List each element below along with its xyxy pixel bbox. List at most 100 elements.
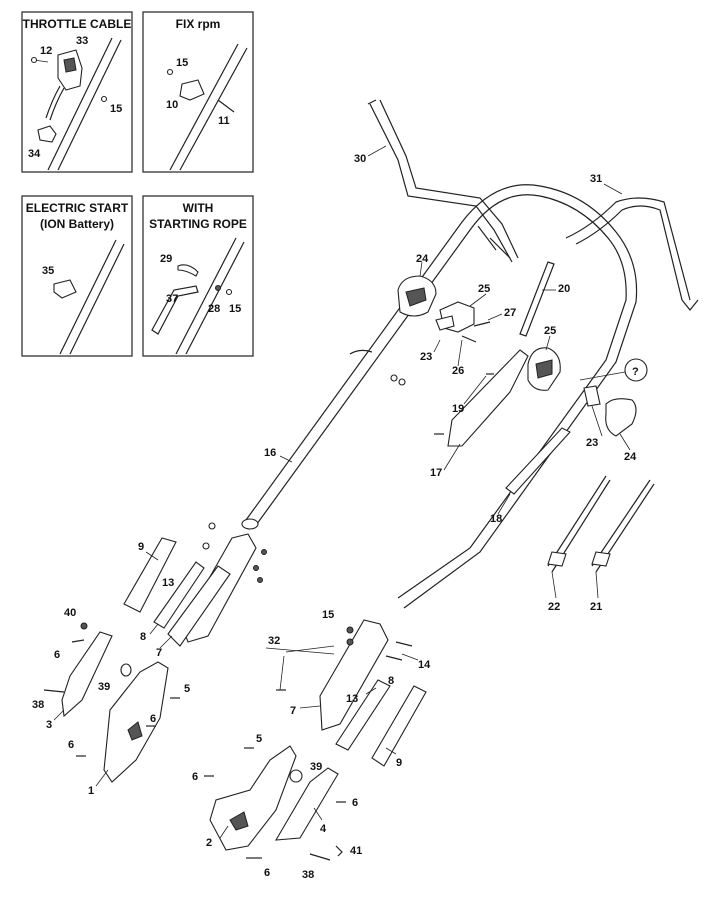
cable-clip-part xyxy=(349,349,373,355)
callout-label: 5 xyxy=(256,733,262,745)
inset-title: ELECTRIC START xyxy=(26,201,129,215)
callout-label: 19 xyxy=(452,403,464,415)
callout-label: 18 xyxy=(490,513,502,525)
lower-tube-part-7b xyxy=(319,619,389,731)
callout-label: 7 xyxy=(290,705,296,717)
callout-label: 41 xyxy=(350,845,362,857)
callout-label: 26 xyxy=(452,365,464,377)
nut-part-23b xyxy=(583,385,601,407)
inset-title: FIX rpm xyxy=(176,17,221,31)
callout-label: 24 xyxy=(624,451,637,463)
callout-label: 34 xyxy=(28,148,41,160)
nut-part-23 xyxy=(435,315,455,331)
callout-label: 38 xyxy=(302,869,314,881)
side-cover-part-9 xyxy=(123,537,177,613)
rope-guide-part xyxy=(177,264,199,277)
callout-label: 35 xyxy=(42,265,54,277)
callout-label: 7 xyxy=(156,647,162,659)
cable-part-21 xyxy=(591,479,655,573)
callout-label: 13 xyxy=(346,693,358,705)
callout-label: 32 xyxy=(268,635,280,647)
callout-label: 15 xyxy=(322,609,334,621)
bolt-part xyxy=(208,522,216,530)
callout-label: 39 xyxy=(310,761,322,773)
fix-rpm-bracket-part xyxy=(179,79,205,101)
callout-label: 25 xyxy=(478,283,490,295)
rod-part-18 xyxy=(505,427,571,495)
nut-part xyxy=(398,378,406,386)
washer-part-39 xyxy=(120,663,132,677)
handle-end-part xyxy=(241,518,259,530)
spring-part-8 xyxy=(153,561,205,629)
nut-part-15 xyxy=(346,626,354,634)
callout-label: 16 xyxy=(264,447,276,459)
bolt-part-14b xyxy=(385,655,403,661)
nut-part xyxy=(166,68,174,76)
callout-label: 3 xyxy=(46,719,52,731)
side-cover-part-9b xyxy=(371,685,427,767)
bolt-part-38 xyxy=(43,689,65,693)
callout-label: 25 xyxy=(544,325,556,337)
bolt-part xyxy=(217,99,235,113)
callout-label: 8 xyxy=(140,631,146,643)
clip-part xyxy=(37,125,57,143)
cover-part xyxy=(53,279,77,299)
inset-throttle-cable: THROTTLE CABLE 12 33 15 34 xyxy=(21,11,133,173)
nut-part-40 xyxy=(80,622,88,630)
question-marker-icon xyxy=(624,358,648,382)
callout-label: 6 xyxy=(192,771,198,783)
inset-title: (ION Battery) xyxy=(40,217,114,231)
leader-lines xyxy=(53,145,631,839)
callout-label: 9 xyxy=(396,757,402,769)
clamp-part-25-right xyxy=(527,347,561,391)
bracket-part-17 xyxy=(447,349,529,447)
callout-label: 2 xyxy=(206,837,212,849)
bracket-part-3 xyxy=(61,631,113,718)
bolt-part-27 xyxy=(473,321,491,327)
clip-part-41 xyxy=(335,845,343,857)
nut-part xyxy=(390,374,398,382)
callout-label: 6 xyxy=(54,649,60,661)
callout-label: 6 xyxy=(352,797,358,809)
washer-part-39b xyxy=(289,769,303,783)
callout-label: 39 xyxy=(98,681,110,693)
cover-part-7 xyxy=(167,565,231,647)
lever-part-20 xyxy=(519,261,555,337)
bracket-part-4 xyxy=(274,767,339,841)
screw-part-26 xyxy=(461,335,477,343)
callout-label: 23 xyxy=(586,437,598,449)
rope-hook-part xyxy=(151,285,199,335)
nut-part xyxy=(253,565,259,571)
callout-label: 9 xyxy=(138,541,144,553)
callout-label: 4 xyxy=(320,823,327,835)
callout-label: 15 xyxy=(110,103,122,115)
nut-part xyxy=(225,288,233,296)
engine-stop-bail xyxy=(367,99,519,263)
callout-label: 37 xyxy=(166,293,178,305)
callouts: 30 31 24 25 27 20 23 26 25 16 19 17 23 2… xyxy=(32,153,639,881)
callout-label: 5 xyxy=(184,683,190,695)
bolt-part-14 xyxy=(395,641,413,647)
callout-label: 14 xyxy=(418,659,431,671)
callout-label: 11 xyxy=(218,115,230,127)
callout-label: 8 xyxy=(388,675,394,687)
callout-label: 24 xyxy=(416,253,429,265)
screw-part xyxy=(30,56,49,64)
callout-label: 31 xyxy=(590,173,602,185)
callout-label: 23 xyxy=(420,351,432,363)
nut-part xyxy=(100,95,108,103)
callout-label: 10 xyxy=(166,99,178,111)
screw-part-6 xyxy=(71,639,85,643)
callout-label: 17 xyxy=(430,467,442,479)
callout-label: 1 xyxy=(88,785,94,797)
inset-starting-rope: WITH STARTING ROPE 29 37 28 15 xyxy=(142,195,254,357)
frame-part-2 xyxy=(209,745,297,851)
callout-label: 12 xyxy=(40,45,52,57)
inset-title: THROTTLE CABLE xyxy=(23,17,132,31)
callout-label: 6 xyxy=(150,713,156,725)
callout-label: 21 xyxy=(590,601,602,613)
callout-label: 15 xyxy=(176,57,188,69)
inset-fix-rpm: FIX rpm 15 10 11 xyxy=(142,11,254,173)
callout-label: ? xyxy=(632,366,639,378)
